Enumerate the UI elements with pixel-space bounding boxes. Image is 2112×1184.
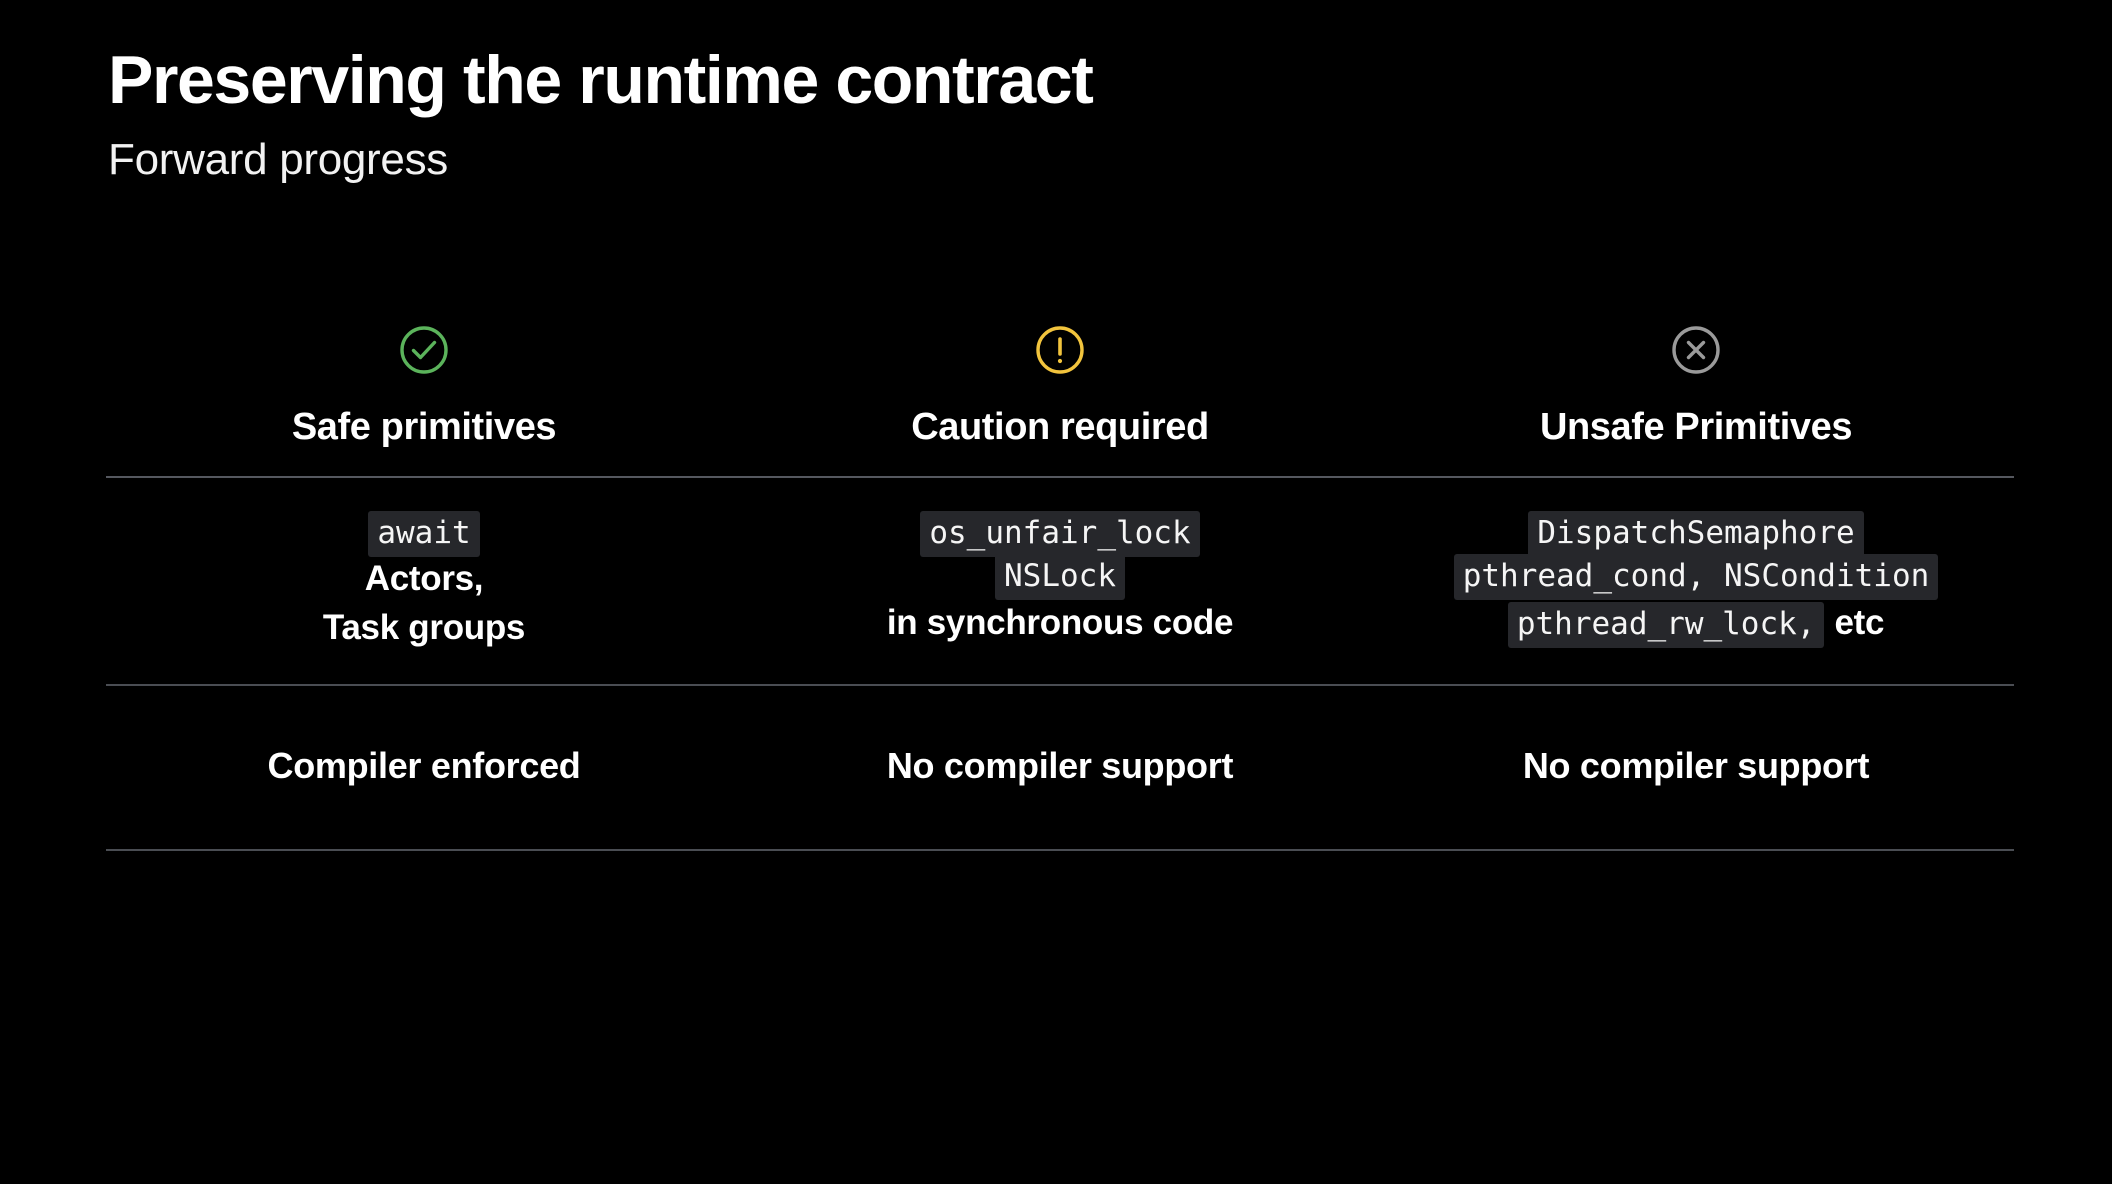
support-cell-unsafe: No compiler support (1378, 744, 2014, 787)
code-chip: os_unfair_lock (920, 510, 1200, 557)
primitive-entry: NSLock (752, 554, 1368, 601)
primitive-entry: in synchronous code (752, 601, 1368, 645)
column-safe-primitives: Safe primitives (106, 320, 742, 450)
code-chip: NSLock (995, 554, 1125, 601)
page-title: Preserving the runtime contract (108, 42, 1094, 118)
column-label: Caution required (911, 406, 1209, 448)
primitives-cell-safe: await Actors, Task groups (106, 510, 742, 650)
support-label: No compiler support (1522, 744, 1870, 786)
column-unsafe-primitives: Unsafe Primitives (1378, 320, 2014, 450)
column-label: Unsafe Primitives (1539, 406, 1853, 448)
x-circle-icon (1388, 320, 2004, 380)
column-label: Safe primitives (291, 406, 557, 448)
support-cell-safe: Compiler enforced (106, 744, 742, 787)
check-circle-icon (116, 320, 732, 380)
code-chip: await (368, 510, 480, 557)
code-chip: pthread_cond, NSCondition (1453, 554, 1939, 601)
primitive-entry: await (116, 510, 732, 557)
comparison-table: Safe primitives Caution required Uns (106, 320, 2014, 852)
primitive-entry: Task groups (116, 606, 732, 650)
primitive-entry: Actors, (116, 557, 732, 601)
slide-header: Preserving the runtime contract Forward … (108, 42, 2008, 187)
primitive-entry: pthread_rw_lock,etc (1388, 601, 2004, 649)
primitive-label: etc (1834, 603, 1885, 643)
table-row: Compiler enforced No compiler support No… (106, 686, 2014, 849)
table-header-row: Safe primitives Caution required Uns (106, 320, 2014, 476)
table-divider-top (106, 475, 2014, 478)
primitive-entry: pthread_cond, NSCondition (1388, 554, 2004, 601)
primitives-cell-caution: os_unfair_lock NSLock in synchronous cod… (742, 510, 1378, 650)
primitive-label: Task groups (322, 608, 526, 648)
code-chip: pthread_rw_lock, (1507, 602, 1825, 649)
primitive-entry: DispatchSemaphore (1388, 510, 2004, 557)
column-caution-required: Caution required (742, 320, 1378, 450)
page-subtitle: Forward progress (108, 135, 448, 185)
primitives-cell-unsafe: DispatchSemaphore pthread_cond, NSCondit… (1378, 510, 2014, 650)
exclamation-circle-icon (752, 320, 1368, 380)
support-cell-caution: No compiler support (742, 744, 1378, 787)
table-row: await Actors, Task groups os_unfair_lock… (106, 478, 2014, 684)
primitive-entry: os_unfair_lock (752, 510, 1368, 557)
primitive-label: Actors, (364, 559, 484, 599)
table-divider-bottom (106, 849, 2014, 852)
primitive-label: in synchronous code (886, 603, 1234, 643)
support-label: No compiler support (886, 744, 1234, 786)
support-label: Compiler enforced (267, 744, 581, 786)
table-divider-middle (106, 683, 2014, 686)
code-chip: DispatchSemaphore (1528, 510, 1864, 557)
